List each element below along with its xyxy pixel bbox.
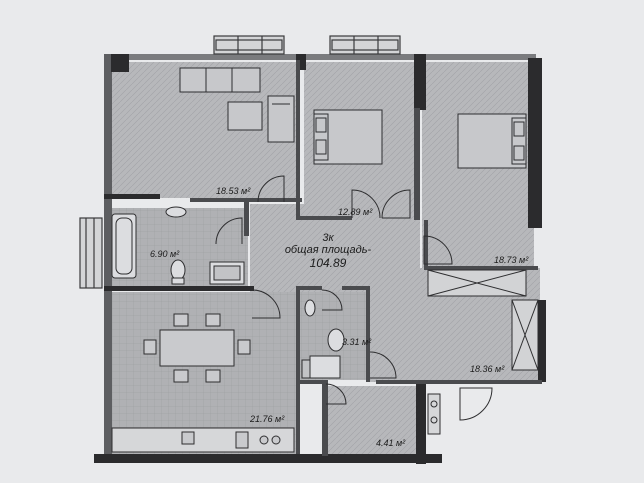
wc-area: 3.31 м² [342, 337, 372, 347]
balconies [79, 35, 401, 289]
bed-2-icon [457, 113, 527, 169]
plan-summary: 3к общая площадь- 104.89 [280, 232, 376, 270]
living-room-furniture [179, 67, 295, 143]
sink-icon [165, 206, 187, 218]
toilet-icon [170, 259, 186, 281]
wc-sink-icon [304, 299, 316, 317]
walls [94, 54, 546, 464]
dining-table-icon [159, 329, 235, 367]
bed-1-icon [313, 109, 383, 165]
total-area-label: общая площадь- [284, 244, 372, 256]
coffee-table-icon [227, 101, 263, 131]
total-area-value: 104.89 [309, 256, 347, 270]
wc-toilet-icon [327, 328, 345, 352]
kitchen-area: 21.76 м² [250, 414, 285, 424]
storage-floor [328, 386, 418, 456]
bedroom-2-area: 18.73 м² [494, 255, 529, 265]
doors [215, 175, 493, 421]
storage-shelf-icon [427, 393, 441, 435]
living-room-area: 18.53 м² [216, 186, 251, 196]
bedroom-1-area: 12.89 м² [338, 207, 373, 217]
wc-fixtures [301, 299, 345, 379]
kitchen-furniture [111, 313, 295, 453]
hall-area: 18.36 м² [470, 364, 505, 374]
bathroom-area: 6.90 м² [150, 249, 180, 259]
storage-area: 4.41 м² [376, 438, 406, 448]
bathroom-fixtures [111, 206, 245, 285]
wardrobes [427, 269, 539, 371]
armchair-icon [267, 95, 295, 143]
sofa-icon [179, 67, 261, 93]
wc-washer-icon [309, 355, 341, 379]
room-type: 3к [322, 232, 334, 244]
